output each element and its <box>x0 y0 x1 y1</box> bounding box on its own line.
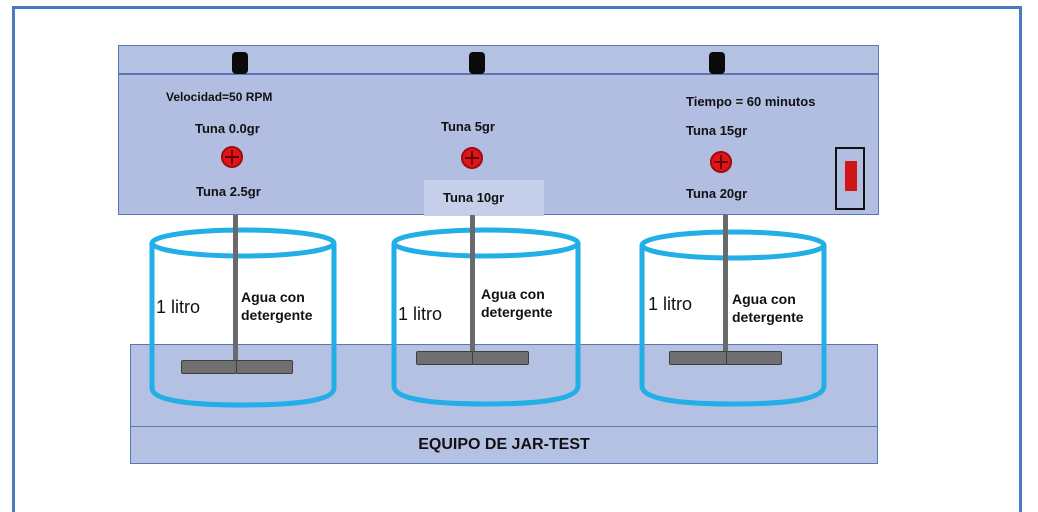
jar-2-content-line1: Agua con <box>481 286 545 302</box>
sample-label-1-top: Tuna 0.0gr <box>195 121 260 136</box>
time-label: Tiempo = 60 minutos <box>686 94 816 109</box>
paddle-1-left <box>181 360 237 374</box>
equipment-title: EQUIPO DE JAR-TEST <box>130 426 878 464</box>
shaft-1 <box>233 215 238 373</box>
paddle-2-left <box>416 351 473 365</box>
sample-label-3-top: Tuna 15gr <box>686 123 748 138</box>
sample-label-panel <box>424 180 544 216</box>
jar-2-content-line2: detergente <box>481 304 553 320</box>
jar-3-rim <box>639 229 827 261</box>
stirrer-knob-2 <box>469 52 485 74</box>
jar-3-content-line1: Agua con <box>732 291 796 307</box>
jar-1-volume: 1 litro <box>156 297 201 317</box>
sample-label-1-bottom: Tuna 2.5gr <box>196 184 261 199</box>
shaft-3 <box>723 215 728 365</box>
jar-3-volume: 1 litro <box>648 294 693 314</box>
paddle-3-right <box>726 351 782 365</box>
paddle-2-right <box>472 351 529 365</box>
jar-2-volume: 1 litro <box>398 304 443 324</box>
sample-label-2-top: Tuna 5gr <box>441 119 495 134</box>
jar-3-content: Agua con detergente <box>732 290 804 326</box>
jar-1-body <box>149 243 337 408</box>
red-button-2[interactable] <box>461 147 483 169</box>
shaft-2 <box>470 215 475 365</box>
power-switch-indicator <box>845 161 857 191</box>
red-button-3[interactable] <box>710 151 732 173</box>
jar-2-rim <box>391 227 581 259</box>
jar-2-content: Agua con detergente <box>481 285 553 321</box>
jar-1-rim <box>149 227 337 259</box>
sample-label-2-bottom: Tuna 10gr <box>443 190 505 205</box>
jar-1-content-line1: Agua con <box>241 289 305 305</box>
paddle-1-right <box>236 360 293 374</box>
sample-label-3-bottom: Tuna 20gr <box>686 186 748 201</box>
jar-3-content-line2: detergente <box>732 309 804 325</box>
red-button-1[interactable] <box>221 146 243 168</box>
jar-1-content: Agua con detergente <box>241 288 313 324</box>
stirrer-knob-3 <box>709 52 725 74</box>
jar-2-body <box>391 243 581 407</box>
speed-label: Velocidad=50 RPM <box>166 90 273 104</box>
jar-3-body <box>639 245 827 407</box>
jar-1-content-line2: detergente <box>241 307 313 323</box>
power-switch[interactable] <box>835 147 865 210</box>
paddle-3-left <box>669 351 727 365</box>
stirrer-knob-1 <box>232 52 248 74</box>
